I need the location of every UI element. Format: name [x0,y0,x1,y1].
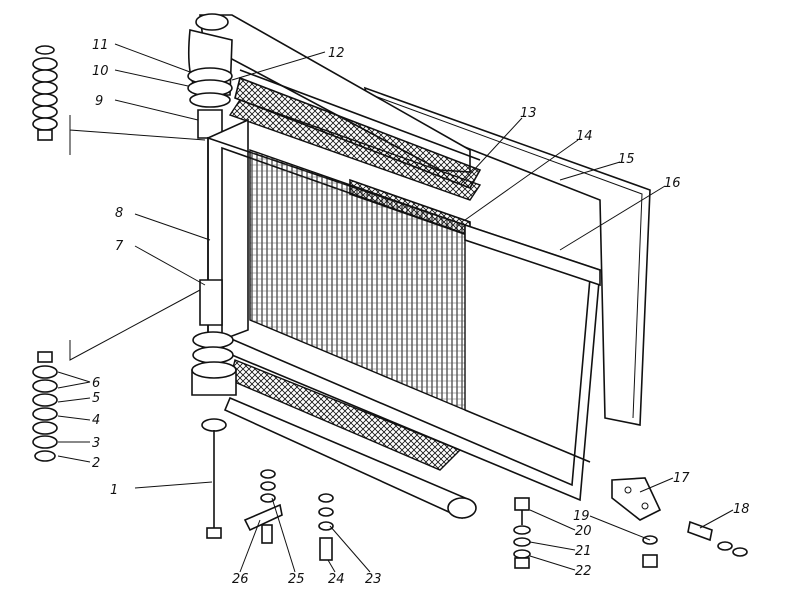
callout-26: 26 [232,572,249,587]
callout-9: 9 [95,94,103,109]
leader-lines [57,43,734,573]
callout-15: 15 [618,152,635,167]
callout-20: 20 [575,524,592,539]
callout-23: 23 [365,572,382,587]
side-tank-plate [464,223,601,463]
lower-tank [191,279,477,520]
callout-4: 4 [92,413,100,428]
long-bolt [201,418,227,539]
callout-14: 14 [576,129,593,144]
callout-6: 6 [92,376,100,391]
callout-13: 13 [520,106,537,121]
callout-10: 10 [92,64,109,79]
callout-12: 12 [328,46,345,61]
radiator-core [249,149,471,412]
callout-11: 11 [92,38,109,53]
callout-3: 3 [92,436,100,451]
callout-17: 17 [673,471,690,486]
callout-16: 16 [664,176,681,191]
small-fasteners [243,469,748,569]
callout-21: 21 [575,544,592,559]
upper-hose-rings [187,67,233,139]
callout-19: 19 [573,509,590,524]
callout-1: 1 [110,483,118,498]
callout-22: 22 [575,564,592,579]
callout-18: 18 [733,502,750,517]
callout-8: 8 [115,206,123,221]
callout-labels: 1 2 3 4 5 6 7 8 9 10 11 12 13 14 15 16 1… [92,38,750,587]
mounting-bracket [611,477,662,521]
callout-2: 2 [92,456,100,471]
callout-5: 5 [92,391,100,406]
lower-cushion-stack [32,289,201,462]
callout-7: 7 [115,239,124,254]
callout-25: 25 [288,572,305,587]
callout-24: 24 [328,572,345,587]
top-gasket [228,99,482,201]
upper-cushion-stack [32,45,206,155]
